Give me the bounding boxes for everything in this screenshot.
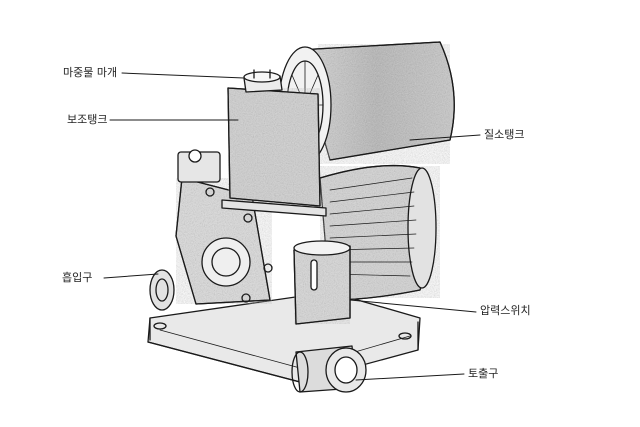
label-inlet: 흡입구 [62,271,93,284]
priming-cap-part [243,69,283,93]
aux-tank [221,87,327,217]
label-pressure-tank: 질소탱크 [484,128,525,141]
leader-lines [103,72,481,381]
label-priming-cap: 마중물 마개 [63,66,118,79]
inlet-part [149,269,175,311]
pressure-switch-part [293,240,351,325]
outlet-part [291,345,367,393]
label-aux-tank: 보조탱크 [67,113,108,126]
label-pressure-switch: 압력스위치 [480,304,531,317]
label-outlet: 토출구 [468,367,499,380]
base-plate [147,291,421,383]
